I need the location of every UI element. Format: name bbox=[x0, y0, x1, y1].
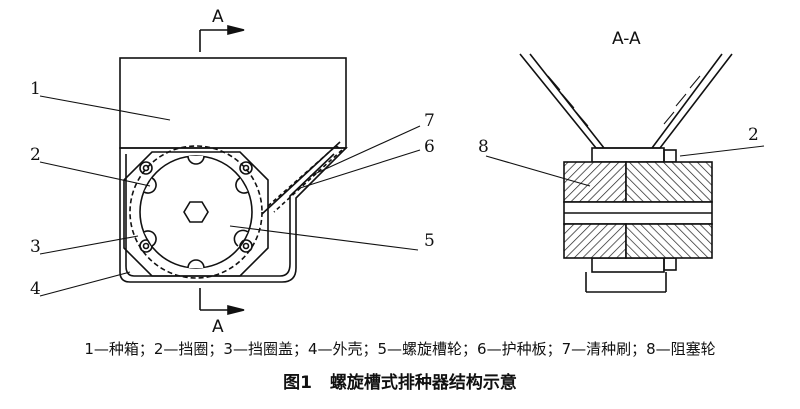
section-view bbox=[485, 53, 765, 293]
callout-2: 2 bbox=[30, 145, 41, 165]
callout-4: 4 bbox=[30, 279, 41, 299]
callout-1: 1 bbox=[30, 79, 41, 99]
seed-meter-diagram: A bbox=[30, 7, 765, 335]
retaining-ring-section bbox=[663, 149, 677, 163]
wheel-grooves bbox=[143, 155, 249, 269]
callout-6: 6 bbox=[424, 137, 435, 157]
section-mark-top: A bbox=[212, 7, 224, 27]
bolt-holes bbox=[139, 161, 253, 253]
figure-number: 图1 bbox=[283, 373, 312, 393]
spiral-groove-wheel bbox=[139, 155, 253, 269]
callout-8: 8 bbox=[478, 137, 489, 157]
block-wheel-upper-right bbox=[625, 161, 713, 203]
block-wheel-lower-left bbox=[563, 223, 627, 259]
block-wheel-upper-left bbox=[563, 161, 627, 203]
callout-3: 3 bbox=[30, 237, 41, 257]
outer-shell bbox=[119, 147, 348, 283]
callout-5: 5 bbox=[424, 231, 435, 251]
section-arrow-bottom bbox=[199, 288, 245, 316]
figure-title: 螺旋槽式排种器结构示意 bbox=[329, 373, 517, 393]
section-view-title: A-A bbox=[612, 29, 641, 49]
legend-text: 1—种箱；2—挡圈；3—挡圈盖；4—外壳；5—螺旋槽轮；6—护种板；7—清种刷；… bbox=[84, 340, 716, 358]
section-arrow-top bbox=[199, 24, 245, 52]
callout-7: 7 bbox=[424, 111, 435, 131]
front-view: A bbox=[39, 7, 421, 335]
retaining-ring bbox=[129, 145, 263, 279]
cleaning-brush bbox=[267, 144, 344, 213]
ring-cover bbox=[123, 151, 269, 277]
leader-lines-left bbox=[39, 95, 421, 297]
block-wheel-lower-right bbox=[625, 223, 713, 259]
section-mark-bottom: A bbox=[212, 317, 224, 335]
hopper bbox=[519, 53, 733, 149]
hex-shaft bbox=[183, 201, 209, 223]
seed-box bbox=[119, 57, 347, 149]
callout-2-section: 2 bbox=[748, 125, 759, 145]
figure-caption: 图1 螺旋槽式排种器结构示意 bbox=[0, 368, 800, 393]
